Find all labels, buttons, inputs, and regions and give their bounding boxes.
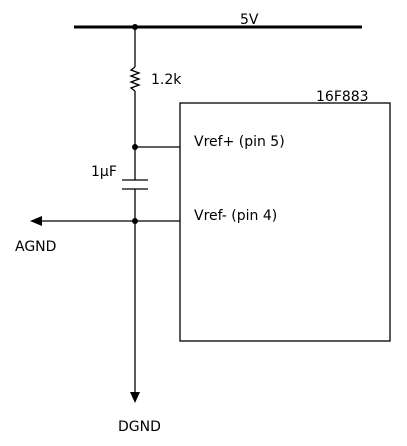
analog-ground-arrow-icon [30, 216, 42, 226]
chip-body [179, 102, 391, 342]
pin-vref-plus-label: Vref+ (pin 5) [194, 134, 285, 150]
pin-vref-minus-label: Vref- (pin 4) [194, 208, 277, 224]
chip-label: 16F883 [316, 89, 369, 105]
resistor-label: 1.2k [151, 72, 182, 88]
analog-ground-label: AGND [15, 239, 56, 255]
digital-ground-arrow-icon [130, 392, 140, 403]
capacitor-label: 1µF [91, 164, 117, 180]
resistor-symbol [129, 66, 141, 92]
digital-ground-label: DGND [118, 419, 161, 435]
supply-label: 5V [240, 12, 259, 28]
